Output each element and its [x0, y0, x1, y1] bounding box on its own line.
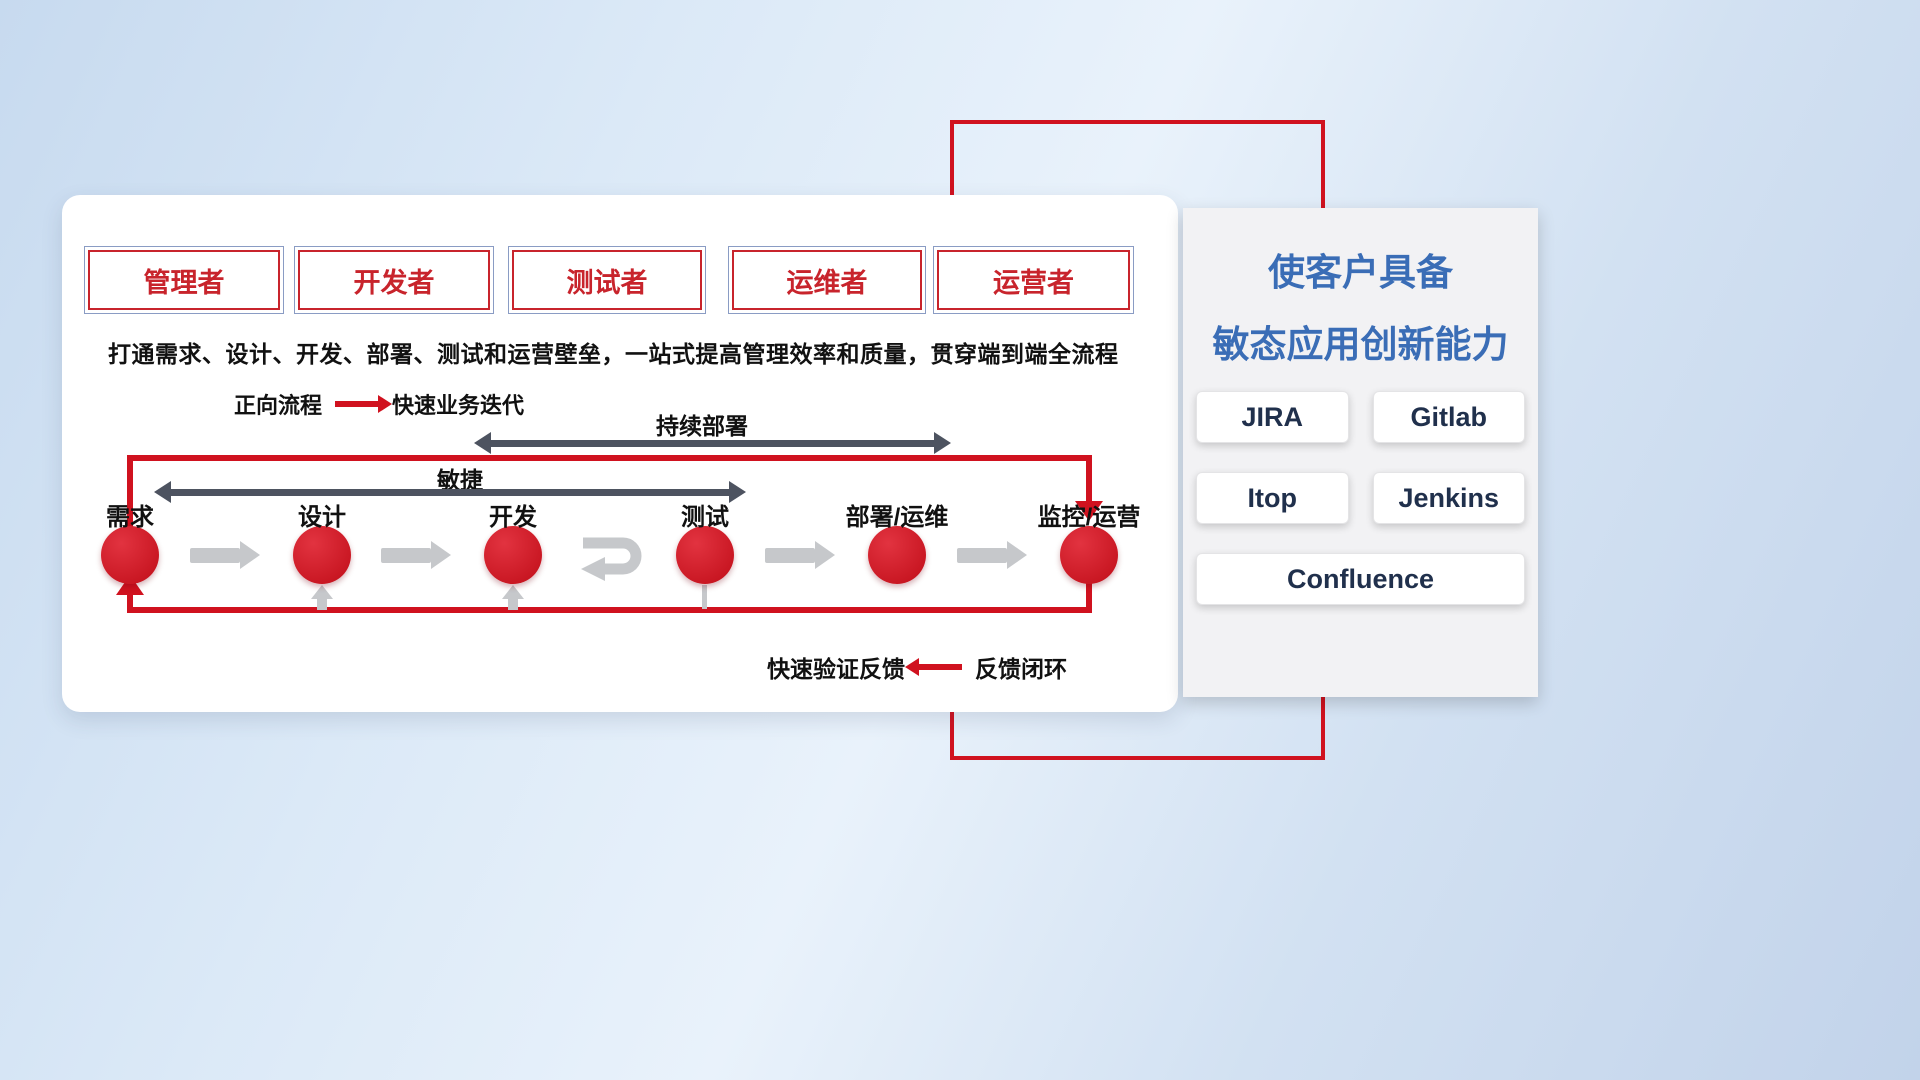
feedback-legend-label: 快速验证反馈	[767, 656, 905, 682]
forward-legend: 正向流程 快速业务迭代	[234, 388, 524, 420]
node-label-development: 开发	[489, 504, 537, 531]
node-design	[293, 526, 351, 584]
panel-title-line1: 使客户具备	[1268, 252, 1453, 293]
feedback-loop-right-line	[1086, 583, 1092, 611]
feedback-loop-left-line	[127, 594, 133, 610]
role-box-ops: 运维者	[728, 246, 926, 314]
node-deploy-ops	[868, 526, 926, 584]
continuous-deploy-arrow	[474, 432, 951, 454]
forward-arrow-icon	[335, 395, 393, 413]
tool-chip-itop: Itop	[1196, 472, 1349, 524]
node-testing	[676, 526, 734, 584]
flow-arrow-icon	[190, 541, 260, 569]
role-box-developer: 开发者	[294, 246, 494, 314]
forward-loop-arrowhead-icon	[1075, 501, 1103, 521]
forward-legend-label: 正向流程	[234, 393, 323, 418]
node-label-testing: 测试	[681, 504, 729, 531]
forward-loop-top-line	[127, 455, 1092, 461]
forward-legend-desc: 快速业务迭代	[392, 393, 525, 418]
role-box-manager: 管理者	[84, 246, 284, 314]
continuous-deploy-label: 持续部署	[656, 413, 748, 439]
flow-arrow-icon	[957, 541, 1027, 569]
design-up-arrow-icon	[311, 585, 333, 599]
node-requirements	[101, 526, 159, 584]
forward-loop-left-line	[127, 455, 133, 529]
role-box-operator: 运营者	[933, 246, 1134, 314]
headline-text: 打通需求、设计、开发、部署、测试和运营壁垒，一站式提高管理效率和质量，贯穿端到端…	[108, 341, 1119, 367]
node-label-requirements: 需求	[106, 504, 154, 531]
feedback-legend: 快速验证反馈 反馈闭环	[767, 650, 1067, 684]
tool-chip-jira: JIRA	[1196, 391, 1349, 443]
forward-loop-right-line	[1086, 455, 1092, 503]
node-development	[484, 526, 542, 584]
test-connector-line	[702, 585, 707, 609]
node-label-deploy-ops: 部署/运维	[845, 504, 949, 531]
main-card: 管理者 开发者 测试者 运维者 运营者 打通需求、设计、开发、部署、测试和运营壁…	[62, 195, 1178, 712]
agile-arrow	[154, 481, 746, 503]
tools-grid: JIRA Gitlab Itop Jenkins Confluence	[1196, 391, 1525, 605]
node-label-design: 设计	[298, 504, 346, 531]
feedback-loop-bottom-line	[127, 607, 1092, 613]
flow-arrow-icon	[381, 541, 451, 569]
panel-title-line2: 敏态应用创新能力	[1212, 324, 1509, 365]
flow-arrow-icon	[765, 541, 835, 569]
agile-label: 敏捷	[437, 467, 483, 493]
role-box-tester: 测试者	[508, 246, 706, 314]
design-up-arrow-stem	[317, 598, 327, 610]
tool-chip-gitlab: Gitlab	[1372, 391, 1525, 443]
feedback-arrow-icon	[905, 658, 962, 676]
dev-up-arrow-stem	[508, 598, 518, 610]
iteration-loop-icon	[581, 537, 642, 581]
tool-chip-confluence: Confluence	[1196, 553, 1525, 605]
node-monitor-operate	[1060, 526, 1118, 584]
tool-chip-jenkins: Jenkins	[1372, 472, 1525, 524]
tools-panel: 使客户具备 敏态应用创新能力 JIRA Gitlab Itop Jenkins …	[1183, 208, 1538, 697]
feedback-legend-desc: 反馈闭环	[975, 656, 1067, 682]
dev-up-arrow-icon	[502, 585, 524, 599]
node-label-monitor-operate: 监控/运营	[1037, 504, 1141, 531]
